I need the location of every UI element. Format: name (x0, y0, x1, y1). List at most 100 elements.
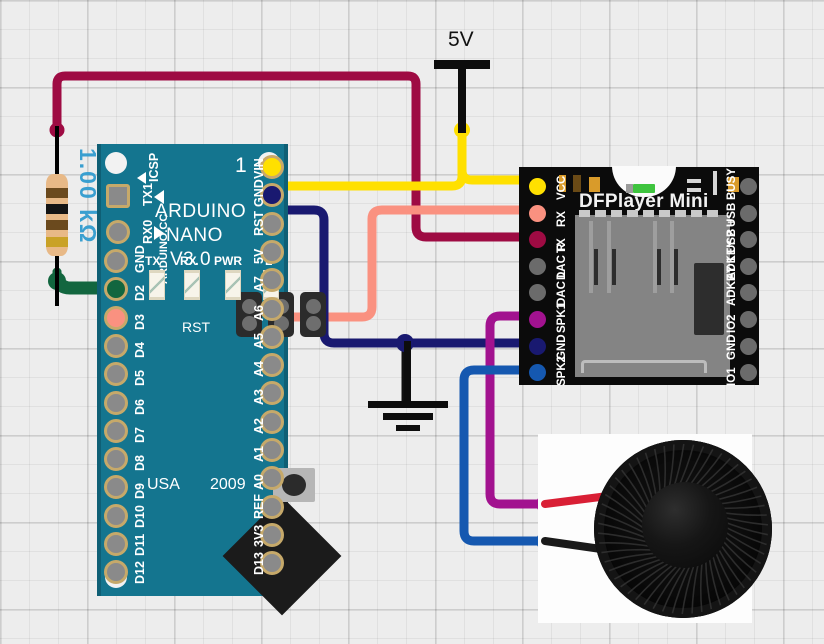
arduino-pin-label-r-vin: VIN (252, 158, 266, 179)
dfplayer-pad-left-tx[interactable] (529, 231, 546, 249)
label-pin-1: 1 (235, 154, 247, 177)
sd-slot-rib-2 (607, 221, 611, 293)
arduino-pad-right-d13[interactable] (260, 551, 284, 576)
ground-symbol (368, 341, 448, 431)
dfplayer-pin-label-r-io2: IO2 (726, 314, 738, 333)
arduino-pad-right-a7[interactable] (260, 268, 284, 293)
dfplayer-pad-right-adkey1[interactable] (740, 284, 757, 302)
led-tx (149, 270, 165, 300)
arduino-pad-right-5v[interactable] (260, 239, 284, 264)
arduino-pin-label-r-a1: A1 (252, 446, 266, 462)
dfplayer-pad-left-gnd[interactable] (529, 337, 546, 355)
sd-slot-slit-2 (612, 249, 616, 285)
icsp-arrow-icon (137, 172, 146, 184)
mount-hole-top-left (105, 152, 127, 174)
arduino-pad-right-3v3[interactable] (260, 522, 284, 547)
arduino-pad-left-d2[interactable] (104, 277, 128, 302)
dfplayer-pad-left-spk2[interactable] (529, 364, 546, 382)
power-symbol-stem (458, 60, 466, 133)
resistor-band-2 (46, 204, 68, 214)
arduino-pad-left-d11[interactable] (104, 532, 128, 556)
arduino-pin-label-d4: D4 (133, 341, 147, 358)
dfplayer-pad-right-busy[interactable] (740, 178, 757, 195)
dfplayer-pad-right-usb[interactable] (740, 231, 757, 249)
arduino-pad-left-d12[interactable] (104, 560, 128, 585)
arduino-pin-label-d12: D12 (133, 561, 147, 585)
dfplayer-pad-left-vcc[interactable] (529, 178, 546, 195)
ground-symbol-stem (404, 341, 411, 403)
arduino-pad-right-vin[interactable] (260, 155, 284, 179)
sd-slot-contacts (579, 210, 719, 217)
pad-rx0[interactable] (106, 220, 130, 244)
label-icsp: ICSP (147, 152, 161, 182)
arduino-pad-right-a6[interactable] (260, 296, 284, 321)
power-symbol-label: 5V (448, 28, 474, 51)
arduino-pad-right-ref[interactable] (260, 494, 284, 519)
dfplayer-pad-right-io2[interactable] (740, 311, 757, 328)
dfplayer-pad-left-dacr[interactable] (529, 257, 546, 275)
dfplayer-pad-right-io1[interactable] (740, 364, 757, 382)
smd-component-5 (687, 188, 701, 192)
resistor-band-1 (46, 188, 68, 198)
rx0-arrow-icon (154, 226, 164, 240)
dfplayer-pad-right-adkey2[interactable] (740, 257, 757, 275)
arduino-pad-left-d8[interactable] (104, 447, 128, 472)
status-led-icon (626, 184, 655, 193)
arduino-pad-left-d7[interactable] (104, 418, 128, 443)
arduino-pad-left-d3[interactable] (104, 305, 128, 330)
arduino-pad-right-rst[interactable] (260, 211, 284, 236)
arduino-pin-label-d10: D10 (133, 504, 147, 528)
smd-component-4 (687, 179, 701, 183)
dfplayer-pad-left-spk1[interactable] (529, 311, 546, 328)
arduino-pad-left-d10[interactable] (104, 503, 128, 528)
arduino-pin-label-r-a4: A4 (252, 361, 266, 378)
arduino-pin-label-d11: D11 (133, 533, 147, 556)
dfplayer-mini-board[interactable]: DFPlayer Mini (519, 166, 759, 385)
arduino-pin-label-r-a6: A6 (252, 304, 266, 321)
board-model: NANO (166, 225, 223, 246)
arduino-pad-left-d4[interactable] (104, 333, 128, 358)
resistor-value-label: 1.00 kΩ (75, 148, 101, 245)
arduino-pad-right-a3[interactable] (260, 381, 284, 406)
sd-slot-slit-1 (594, 249, 598, 285)
dfplayer-pin-label-dacl: DAC L (556, 271, 568, 307)
arduino-pad-left-d6[interactable] (104, 390, 128, 415)
speaker-dome (642, 482, 728, 568)
pad-tx1[interactable] (106, 184, 130, 208)
arduino-pin-label-r-rst: RST (252, 210, 266, 236)
arduino-pin-label-r-ref: REF (252, 493, 266, 519)
arduino-pad-right-gnd[interactable] (260, 183, 284, 208)
icsp-block-3 (300, 292, 326, 337)
speaker-driver (594, 440, 772, 618)
board-edge-right (284, 144, 288, 596)
arduino-pin-label-r-a0: A0 (252, 474, 266, 491)
wire-gnd-bus (273, 205, 538, 348)
dfplayer-pad-left-rx[interactable] (529, 204, 546, 222)
arduino-pad-left-d5[interactable] (104, 362, 128, 387)
ground-symbol-bar-2 (383, 413, 433, 420)
dfplayer-pad-right-gnd[interactable] (740, 337, 757, 355)
arduino-nano-board[interactable]: TX1 RX0 ICSP 1 ARDUINO NANO V3.0 ARDUINO… (97, 144, 342, 616)
arduino-pad-right-a1[interactable] (260, 438, 284, 462)
arduino-pad-left-gnd[interactable] (104, 249, 128, 273)
sd-slot-rib-4 (670, 221, 674, 293)
ground-symbol-bar-3 (396, 425, 420, 431)
arduino-pad-left-d9[interactable] (104, 475, 128, 500)
dfplayer-pad-left-dacl[interactable] (529, 284, 546, 302)
resistor-lead-top (55, 126, 59, 178)
smd-component-3 (589, 177, 600, 192)
sd-slot-eject-clip (694, 263, 724, 335)
sd-slot-rib-3 (653, 221, 657, 293)
led-rx-label: RX (180, 254, 197, 268)
arduino-pad-right-a4[interactable] (260, 353, 284, 378)
speaker-photo (538, 434, 772, 623)
microsd-card-slot[interactable] (575, 210, 730, 377)
dfplayer-pad-right-usb[interactable] (740, 204, 757, 222)
arduino-pad-right-a0[interactable] (260, 466, 284, 491)
wire-d3-to-dfp-rx (105, 205, 538, 322)
arduino-pad-right-a2[interactable] (260, 409, 284, 434)
arduino-pad-right-a5[interactable] (260, 324, 284, 349)
resistor-lead-bottom (55, 254, 59, 306)
smd-component-6 (713, 171, 717, 195)
led-rx (184, 270, 200, 300)
